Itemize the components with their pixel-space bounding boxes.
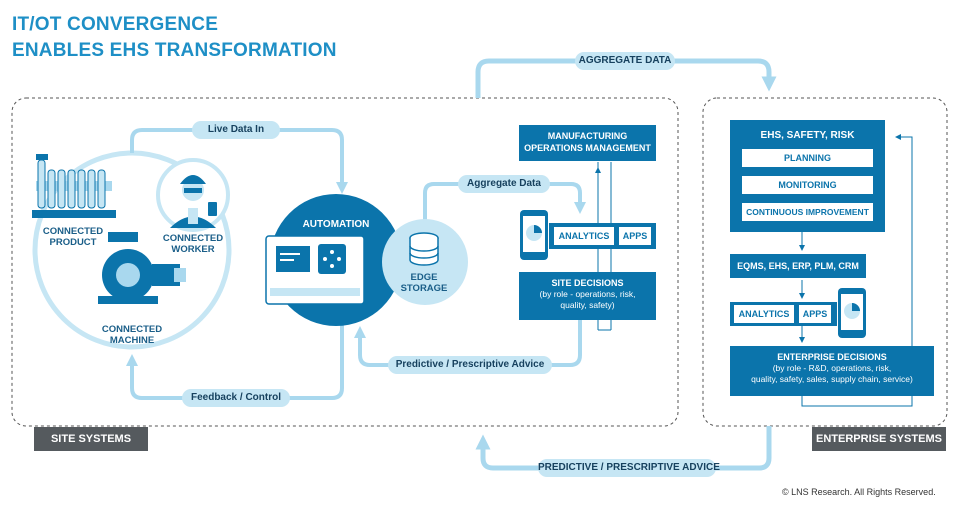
phone-icon (520, 210, 548, 260)
ehs-safety-risk-box: EHS, SAFETY, RISK PLANNING MONITORING CO… (730, 120, 885, 232)
site-systems-region (11, 97, 679, 427)
live-data-in-label: Live Data In (192, 121, 280, 139)
enterprise-systems-list: EQMS, EHS, ERP, PLM, CRM (730, 254, 866, 278)
enterprise-analytics-apps-box: ANALYTICS APPS (730, 302, 837, 326)
site-decisions-box: SITE DECISIONS (by role - operations, ri… (519, 272, 656, 320)
automation-label: AUTOMATION (302, 219, 370, 230)
predictive-advice-label: Predictive / Prescriptive Advice (388, 356, 552, 374)
plc-controller-icon (265, 235, 365, 305)
page-title-line1: IT/OT CONVERGENCE (12, 14, 219, 35)
site-apps-button: APPS (619, 227, 651, 245)
aggregate-data-label: Aggregate Data (458, 175, 550, 193)
enterprise-apps-button: APPS (799, 305, 831, 323)
feedback-control-label: Feedback / Control (182, 389, 290, 407)
planning-item: PLANNING (742, 149, 873, 167)
enterprise-analytics-button: ANALYTICS (734, 305, 794, 323)
enterprise-systems-region (702, 97, 948, 427)
page-title-line2: ENABLES EHS TRANSFORMATION (12, 40, 337, 61)
enterprise-systems-label: ENTERPRISE SYSTEMS (812, 427, 946, 451)
predictive-advice-bottom-label: PREDICTIVE / PRESCRIPTIVE ADVICE (538, 459, 720, 477)
site-analytics-button: ANALYTICS (554, 227, 614, 245)
copyright-notice: © LNS Research. All Rights Reserved. (782, 487, 936, 497)
database-icon (409, 232, 439, 266)
monitoring-item: MONITORING (742, 176, 873, 194)
aggregate-data-top-label: AGGREGATE DATA (575, 52, 675, 70)
worker-icon (156, 158, 230, 232)
site-systems-label: SITE SYSTEMS (34, 427, 148, 451)
enterprise-decisions-box: ENTERPRISE DECISIONS (by role - R&D, ope… (730, 346, 934, 396)
ehs-title: EHS, SAFETY, RISK (760, 130, 855, 141)
continuous-improvement-item: CONTINUOUS IMPROVEMENT (742, 203, 873, 221)
pump-machine-icon (98, 232, 186, 304)
site-analytics-apps-box: ANALYTICS APPS (549, 223, 656, 249)
phone-icon-enterprise (838, 288, 866, 338)
test-tubes-icon (32, 154, 116, 218)
